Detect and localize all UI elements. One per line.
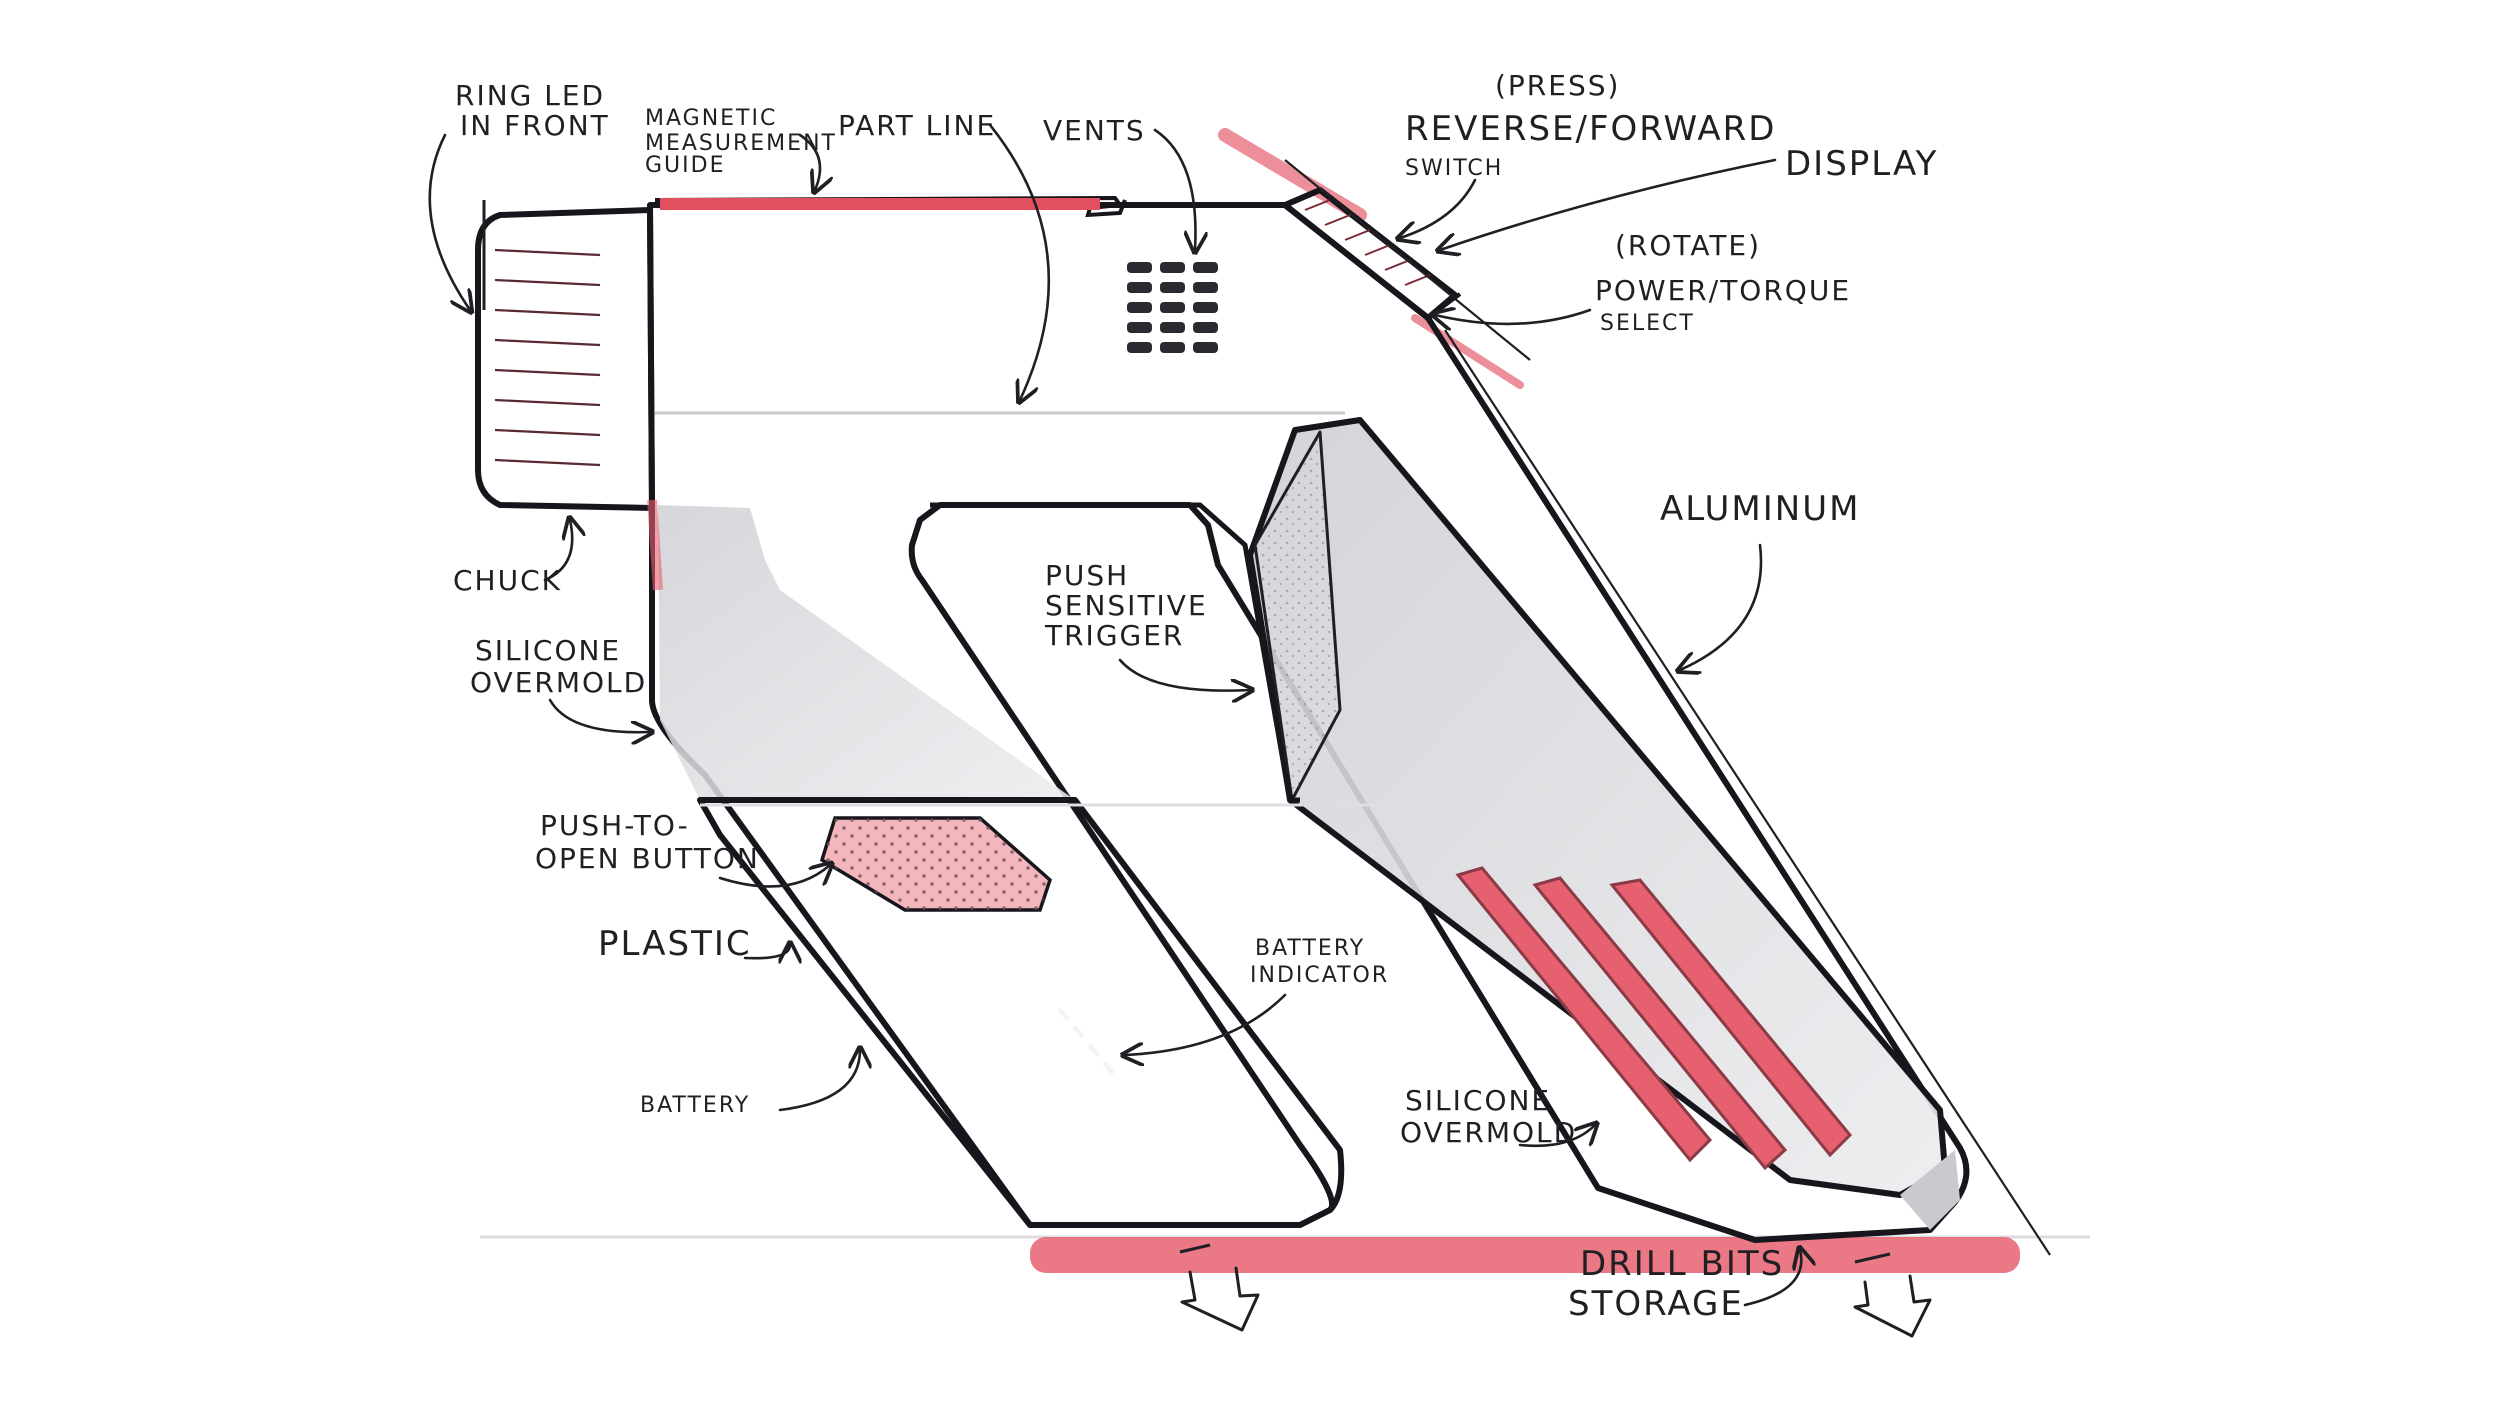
drill-bits-storage-strip — [1030, 1237, 2020, 1338]
battery-pack — [697, 797, 1345, 1228]
display-edge-line — [1284, 159, 1531, 361]
label-select: SELECT — [1600, 311, 1695, 336]
label-display: DISPLAY — [1785, 144, 1938, 184]
label-rotate: (ROTATE) — [1615, 229, 1761, 262]
label-silicone-left-1: SILICONE — [475, 634, 621, 667]
label-silicone-right-1: SILICONE — [1405, 1084, 1551, 1117]
label-power-torque: POWER/TORQUE — [1595, 274, 1851, 307]
storage-arrow-right — [1853, 1274, 1932, 1338]
chuck — [475, 207, 663, 591]
label-ring-led-2: IN FRONT — [460, 109, 610, 142]
push-to-open-button — [819, 816, 1053, 912]
label-switch: SWITCH — [1405, 156, 1503, 181]
leader-arrows — [428, 123, 1802, 1307]
label-chuck: CHUCK — [453, 564, 562, 597]
label-vents: VENTS — [1043, 114, 1146, 147]
grip-ribs — [1455, 866, 1853, 1171]
label-push-open-1: PUSH-TO- — [540, 809, 690, 842]
label-magnetic-2: MEASUREMENT — [645, 131, 837, 156]
label-battery-indicator-1: BATTERY — [1255, 936, 1365, 961]
label-magnetic-3: GUIDE — [645, 153, 725, 178]
label-aluminum: ALUMINUM — [1660, 489, 1860, 529]
label-reverse-forward: REVERSE/FORWARD — [1405, 109, 1776, 149]
display-switch — [1282, 159, 1531, 361]
label-silicone-left-2: OVERMOLD — [470, 666, 647, 699]
label-trigger-1: PUSH — [1045, 559, 1129, 592]
label-ring-led-1: RING LED — [455, 79, 605, 112]
label-drill-bits-1: DRILL BITS — [1580, 1244, 1784, 1284]
label-drill-bits-2: STORAGE — [1568, 1284, 1744, 1324]
label-push-open-2: OPEN BUTTON — [535, 842, 760, 875]
label-part-line: PART LINE — [838, 109, 996, 142]
label-magnetic-1: MAGNETIC — [645, 106, 777, 131]
label-battery: BATTERY — [640, 1093, 750, 1118]
vents — [1127, 262, 1218, 353]
drill-body — [647, 202, 1970, 1243]
magnetic-measurement-guide — [654, 195, 1127, 218]
silicone-overmold-grip — [658, 505, 1075, 800]
battery-indicator — [1058, 1008, 1114, 1074]
label-trigger-2: SENSITIVE — [1045, 589, 1208, 622]
storage-arrow-left — [1180, 1266, 1260, 1332]
label-plastic: PLASTIC — [598, 924, 752, 964]
label-silicone-right-2: OVERMOLD — [1400, 1116, 1577, 1149]
label-press: (PRESS) — [1495, 69, 1620, 102]
label-battery-indicator-2: INDICATOR — [1250, 963, 1389, 988]
trigger — [1255, 432, 1340, 800]
label-trigger-3: TRIGGER — [1044, 619, 1184, 652]
